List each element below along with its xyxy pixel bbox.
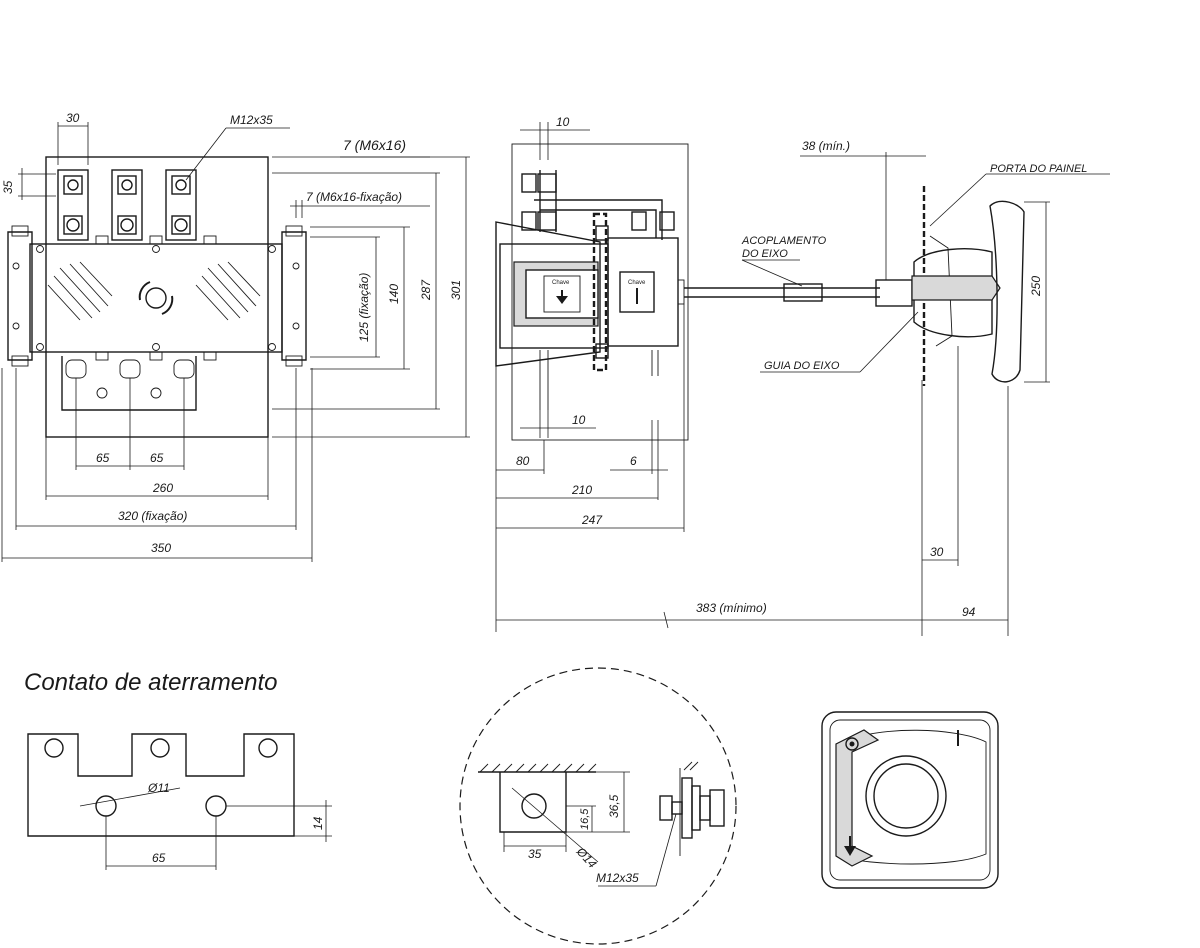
dim-detail-36-5: 36,5 bbox=[607, 794, 621, 818]
handle-grip bbox=[989, 200, 1025, 383]
dim-w260: 260 bbox=[152, 481, 173, 495]
handle-dial-inner bbox=[873, 763, 939, 829]
detail-bolt bbox=[659, 761, 725, 856]
dim-ground-pitch: 65 bbox=[152, 851, 166, 865]
ground-arrow-icon bbox=[556, 290, 568, 304]
dim-pitch-2: 65 bbox=[150, 451, 164, 465]
dim-h-fix: 125 (fixação) bbox=[357, 273, 371, 342]
ground-contact-view: Contato de aterramento Ø11 65 14 bbox=[24, 669, 332, 870]
dim-top-width: 30 bbox=[66, 111, 80, 125]
label-coupling-1: ACOPLAMENTO bbox=[741, 235, 827, 247]
side-outline bbox=[511, 143, 689, 441]
dim-detail-hole: Ø14 bbox=[573, 844, 599, 871]
dim-side-top10: 10 bbox=[556, 115, 570, 129]
switch-body bbox=[29, 243, 283, 353]
dim-side-250: 250 bbox=[1029, 276, 1043, 297]
dim-side-6: 6 bbox=[630, 454, 637, 468]
dim-screw-top: 7 (M6x16) bbox=[343, 137, 406, 153]
dim-ground-height: 14 bbox=[311, 816, 325, 830]
terminal-top-2 bbox=[111, 169, 143, 241]
ground-arrow-icon bbox=[844, 836, 856, 856]
dim-detail-16-5: 16,5 bbox=[579, 808, 591, 830]
dim-h301: 301 bbox=[449, 280, 463, 300]
dim-side-247: 247 bbox=[581, 513, 603, 527]
dim-screw-fix: 7 (M6x16-fixação) bbox=[306, 190, 402, 204]
outline-box bbox=[45, 156, 269, 438]
dim-side-30: 30 bbox=[930, 545, 944, 559]
terminal-top-1 bbox=[57, 169, 89, 241]
dim-left-height: 35 bbox=[1, 180, 15, 194]
handle-front-view bbox=[821, 711, 999, 889]
dim-side-210: 210 bbox=[571, 483, 592, 497]
dim-w320: 320 (fixação) bbox=[118, 509, 187, 523]
dim-side-38: 38 (mín.) bbox=[802, 139, 850, 153]
detail-bar bbox=[499, 772, 567, 833]
end-plate-right bbox=[281, 231, 307, 361]
dim-detail-bolt: M12x35 bbox=[596, 871, 639, 885]
handle-dial-outer bbox=[865, 755, 947, 837]
handle-square bbox=[821, 711, 999, 889]
detail-circle bbox=[459, 667, 737, 945]
handle-shaft-hatched bbox=[911, 275, 1001, 301]
dim-side-mid10: 10 bbox=[572, 413, 586, 427]
page-title: Contato de aterramento bbox=[24, 669, 278, 696]
padlock-icon bbox=[845, 737, 859, 751]
center-operator bbox=[138, 281, 174, 315]
bottom-terminal-bar bbox=[61, 356, 197, 411]
end-plate-left bbox=[7, 231, 33, 361]
label-coupling-2: DO EIXO bbox=[742, 248, 788, 260]
side-view: Chave Chave bbox=[495, 115, 1110, 636]
shaft-guide-part bbox=[875, 279, 913, 307]
terminal-top-3 bbox=[165, 169, 197, 241]
dim-h287: 287 bbox=[419, 279, 433, 301]
handle-hub bbox=[913, 248, 993, 338]
chave-label-1: Chave bbox=[552, 280, 570, 286]
detail-view: 35 16,5 36,5 Ø14 M12x35 bbox=[459, 667, 737, 945]
dim-w350: 350 bbox=[151, 541, 171, 555]
dim-bolt: M12x35 bbox=[230, 113, 273, 127]
dim-side-80: 80 bbox=[516, 454, 530, 468]
label-shaft-guide: GUIA DO EIXO bbox=[764, 360, 840, 372]
chave-label-2: Chave bbox=[628, 280, 646, 286]
dim-h140: 140 bbox=[387, 284, 401, 304]
front-view: 30 M12x35 35 7 (M6x16) 7 (M6x16-fixação)… bbox=[1, 111, 470, 562]
dashed-shaft bbox=[592, 212, 608, 372]
dim-side-94: 94 bbox=[962, 605, 976, 619]
label-panel-door: PORTA DO PAINEL bbox=[990, 163, 1087, 175]
dim-ground-hole: Ø11 bbox=[147, 781, 170, 795]
shaft-coupling bbox=[783, 283, 823, 302]
mount-flange bbox=[495, 221, 601, 367]
dim-side-383: 383 (mínimo) bbox=[696, 601, 767, 615]
dim-pitch-1: 65 bbox=[96, 451, 110, 465]
chave-window-1 bbox=[525, 269, 599, 319]
dim-detail-35: 35 bbox=[528, 847, 542, 861]
